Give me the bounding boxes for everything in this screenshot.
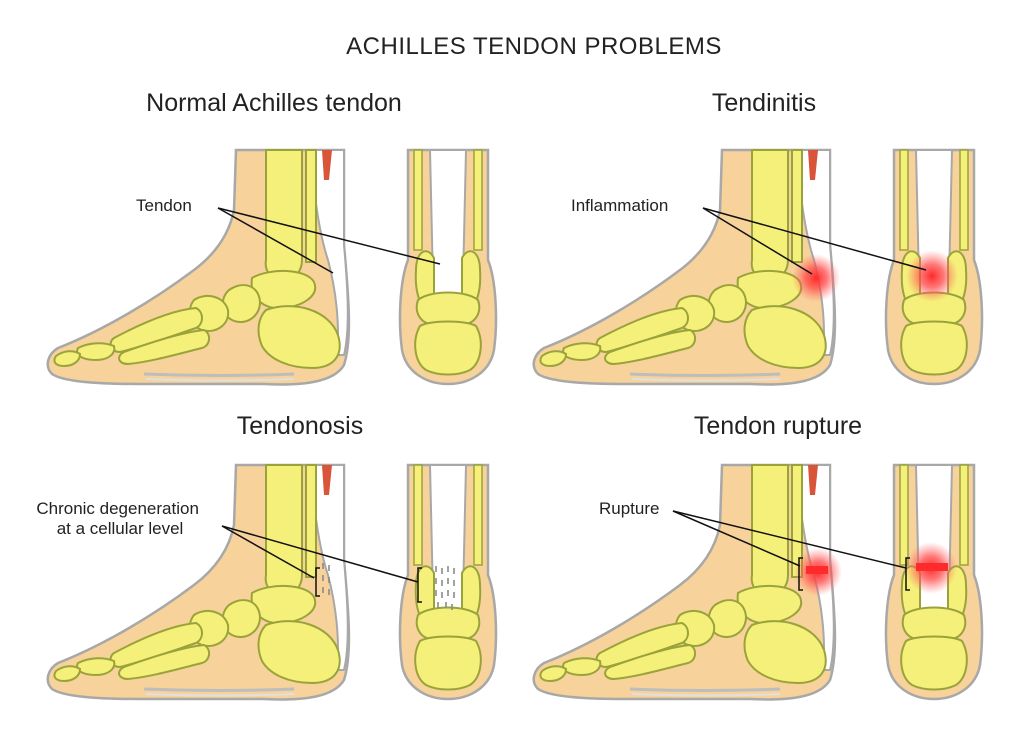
callout-label-tendonosis: Chronic degeneration at a cellular level [36,499,203,538]
callout-label-normal: Tendon [136,196,192,215]
callout-lines-tendonosis [221,525,419,583]
rupture-gap [916,563,948,571]
side-foot-illustration [532,463,837,701]
panel-heading-tendinitis: Tendinitis [712,89,816,117]
brackets-rupture [798,557,910,591]
inflammation-glow [906,250,958,302]
panel-rupture: Tendon rupture Rupture [532,412,984,701]
back-foot-illustration [398,148,498,386]
degeneration-marks [322,563,455,610]
panel-tendinitis: Tendinitis Inflammation [532,89,984,386]
callout-lines-rupture [672,510,907,569]
panel-heading-normal: Normal Achilles tendon [146,89,402,117]
callout-label-rupture: Rupture [599,499,659,518]
inflammation-glow [792,254,840,302]
callout-lines-normal [217,207,441,274]
rupture-gap [806,566,828,574]
side-foot-illustration [46,148,351,386]
callout-label-tendinitis: Inflammation [571,196,668,215]
panel-heading-tendonosis: Tendonosis [237,412,363,440]
side-foot-illustration [532,148,837,386]
panel-tendonosis: Tendonosis Chronic degeneration at a cel… [36,412,498,701]
panel-heading-rupture: Tendon rupture [694,412,862,440]
panel-normal: Normal Achilles tendon Tendon [46,89,498,386]
brackets-tendonosis [315,567,422,603]
callout-lines-tendinitis [702,207,927,275]
page-title: ACHILLES TENDON PROBLEMS [346,33,722,60]
